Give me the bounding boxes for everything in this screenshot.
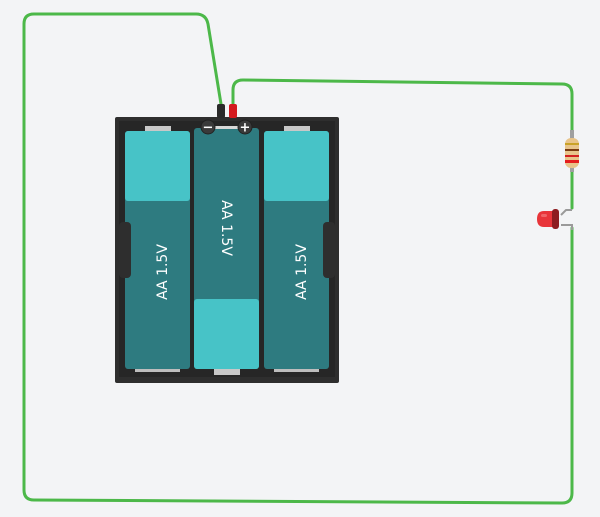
resistor-band-1 bbox=[565, 143, 579, 145]
battery-2-body-light bbox=[194, 299, 259, 369]
positive-lead[interactable] bbox=[229, 104, 237, 118]
battery-1-negative-nub bbox=[135, 369, 180, 372]
led-highlight bbox=[541, 214, 547, 217]
plus-icon: + bbox=[240, 121, 251, 136]
negative-terminal[interactable]: − bbox=[200, 119, 216, 136]
resistor-lead-top bbox=[570, 130, 574, 140]
battery-1[interactable]: AA 1.5V bbox=[125, 126, 190, 372]
resistor-body bbox=[565, 138, 579, 168]
negative-lead[interactable] bbox=[217, 104, 225, 118]
battery-3-positive-nub bbox=[284, 126, 310, 132]
wire-positive-to-resistor[interactable] bbox=[231, 78, 574, 140]
terminal-connector-bar bbox=[208, 126, 246, 129]
wires bbox=[22, 12, 574, 505]
resistor-band-2 bbox=[565, 149, 579, 151]
battery-3-body-light bbox=[264, 131, 329, 201]
battery-holder[interactable]: AA 1.5V AA 1.5V AA 1.5V − + bbox=[115, 104, 339, 383]
battery-2-positive-nub bbox=[214, 369, 240, 375]
resistor-band-4 bbox=[565, 160, 579, 163]
led[interactable] bbox=[537, 209, 573, 230]
led-cathode-lead bbox=[561, 224, 573, 230]
holder-notch-right bbox=[323, 222, 335, 278]
battery-2-label: AA 1.5V bbox=[218, 200, 234, 256]
battery-1-positive-nub bbox=[145, 126, 171, 132]
led-dome bbox=[537, 211, 553, 227]
led-anode-lead bbox=[560, 209, 572, 216]
battery-3[interactable]: AA 1.5V bbox=[264, 126, 329, 372]
battery-2[interactable]: AA 1.5V bbox=[194, 128, 259, 375]
battery-1-label: AA 1.5V bbox=[155, 244, 171, 300]
holder-notch-left bbox=[119, 222, 131, 278]
battery-3-label: AA 1.5V bbox=[294, 244, 310, 300]
positive-terminal[interactable]: + bbox=[237, 119, 253, 136]
battery-3-negative-nub bbox=[274, 369, 319, 372]
led-rim bbox=[552, 209, 559, 229]
resistor-band-3 bbox=[565, 155, 579, 157]
resistor[interactable] bbox=[565, 130, 579, 172]
battery-1-body-light bbox=[125, 131, 190, 201]
minus-icon: − bbox=[203, 121, 214, 136]
wire-negative-loop[interactable] bbox=[22, 12, 574, 505]
